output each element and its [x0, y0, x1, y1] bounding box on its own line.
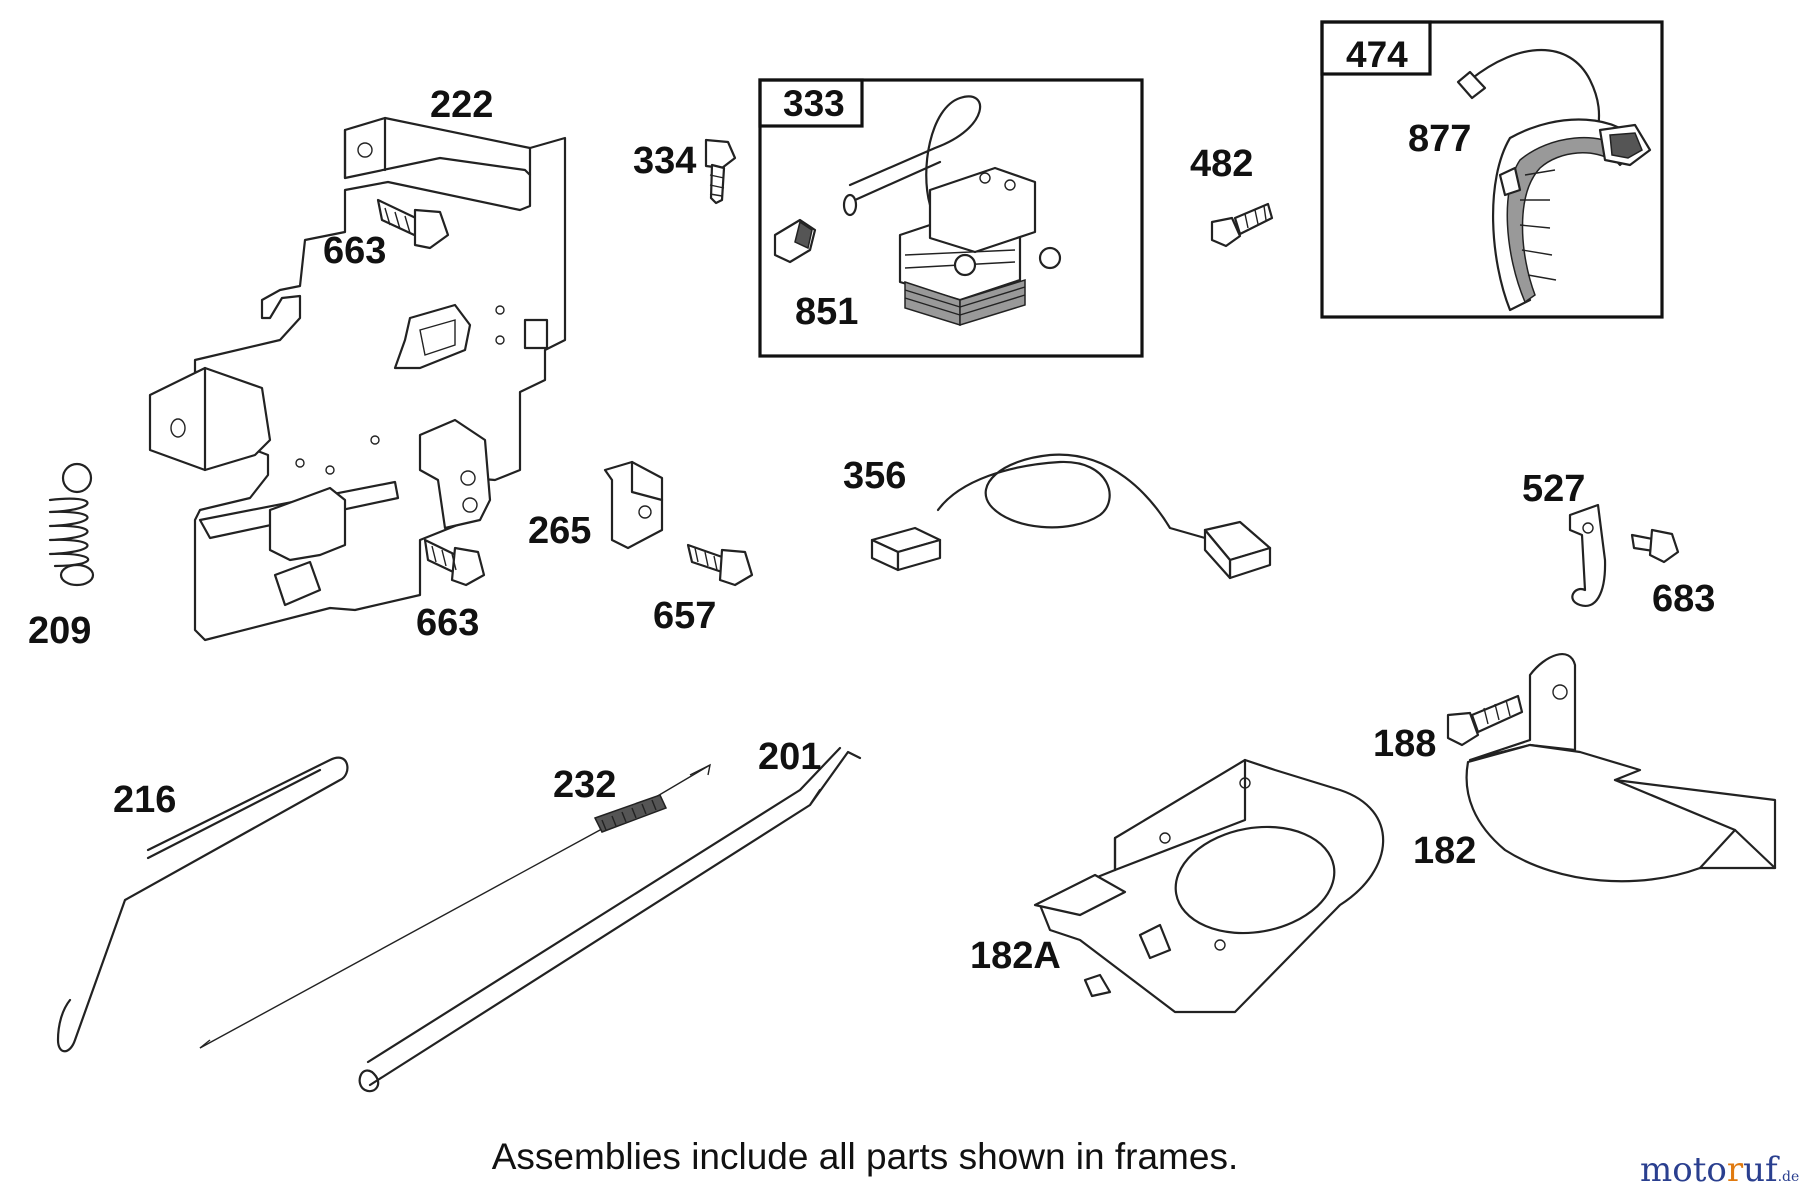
callout-663-top: 663	[323, 230, 387, 272]
plate-182A-drawing	[1033, 758, 1385, 1014]
callout-482: 482	[1190, 143, 1254, 185]
watermark-logo: motoruf.de	[1640, 1150, 1799, 1190]
screw-188-drawing	[1446, 694, 1524, 747]
watermark-part1: moto	[1640, 1150, 1727, 1190]
callout-188: 188	[1373, 723, 1437, 765]
callout-527: 527	[1522, 468, 1586, 510]
frame-333-drawing	[758, 78, 1144, 358]
watermark-part3: uf	[1743, 1150, 1778, 1190]
callout-877: 877	[1408, 118, 1472, 160]
assemblies-caption: Assemblies include all parts shown in fr…	[491, 1136, 1239, 1177]
rod-201-drawing	[358, 746, 862, 1093]
callout-851: 851	[795, 291, 859, 333]
callout-683: 683	[1652, 578, 1716, 620]
watermark-suffix: .de	[1777, 1169, 1800, 1185]
rod-216-drawing	[56, 756, 349, 1053]
callout-201: 201	[758, 736, 822, 778]
watermark-part2: r	[1726, 1150, 1744, 1190]
callout-232: 232	[553, 764, 617, 806]
callout-356: 356	[843, 455, 907, 497]
clip-265-drawing	[603, 460, 664, 550]
wire-356-drawing	[870, 453, 1272, 580]
callout-216: 216	[113, 779, 177, 821]
callout-265: 265	[528, 510, 592, 552]
screw-663-top-drawing	[376, 198, 450, 250]
spring-209-drawing	[48, 462, 95, 587]
screw-334-drawing	[704, 138, 737, 205]
control-bracket-drawing	[148, 116, 567, 642]
cable-232-drawing	[199, 763, 711, 1049]
clip-527-drawing	[1568, 503, 1607, 608]
screw-657-drawing	[686, 543, 754, 587]
screw-482-drawing	[1210, 202, 1274, 248]
callout-657: 657	[653, 595, 717, 637]
frame-474-drawing	[1320, 20, 1664, 319]
callout-222: 222	[430, 84, 494, 126]
callout-182A: 182A	[970, 935, 1061, 977]
callout-663-bottom: 663	[416, 602, 480, 644]
callout-334: 334	[633, 140, 697, 182]
deflector-182-drawing	[1465, 653, 1777, 883]
callout-182: 182	[1413, 830, 1477, 872]
callout-209: 209	[28, 610, 92, 652]
screw-663-bottom-drawing	[423, 538, 486, 587]
screw-683-drawing	[1630, 528, 1680, 564]
frame-label-474: 474	[1346, 34, 1408, 75]
frame-label-333: 333	[783, 83, 845, 124]
